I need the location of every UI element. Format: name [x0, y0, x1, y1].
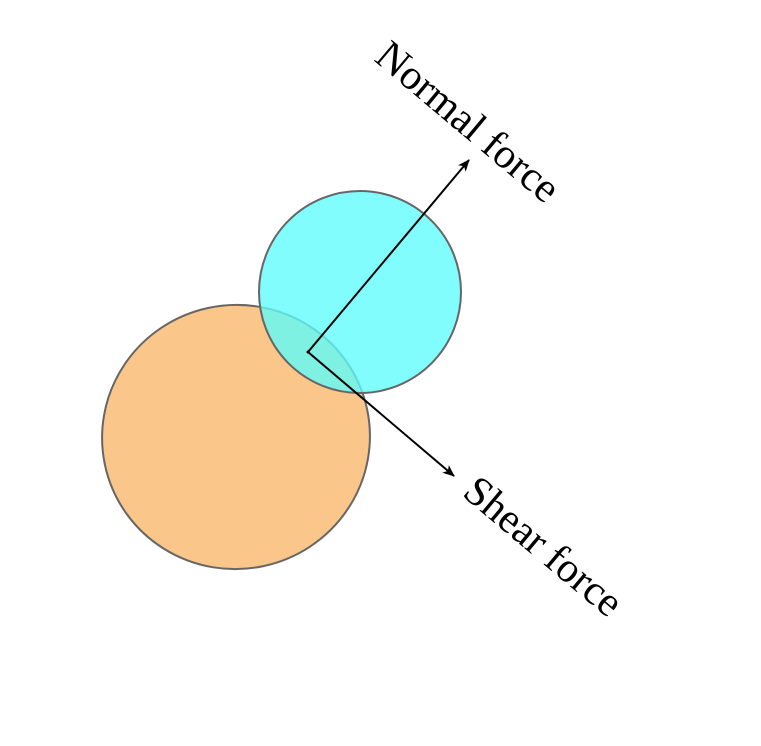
shear-force-arrow: [307, 351, 455, 477]
shear-force-label: Shear force: [455, 467, 632, 626]
normal-force-arrow: [307, 159, 470, 353]
small-particle: [258, 190, 462, 394]
normal-force-label: Normal force: [367, 32, 569, 212]
